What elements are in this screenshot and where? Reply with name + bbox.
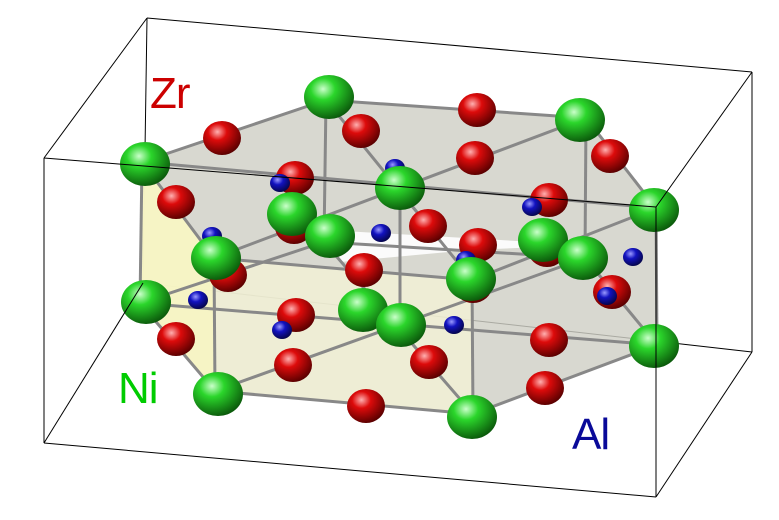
al-atom xyxy=(623,248,643,266)
zr-atom xyxy=(410,345,448,379)
zr-atom xyxy=(591,139,629,173)
zr-atom xyxy=(345,253,383,287)
zr-atom xyxy=(526,371,564,405)
zr-atom xyxy=(530,323,568,357)
al-atom xyxy=(272,321,292,339)
ni-atom xyxy=(305,214,355,258)
ni-atom xyxy=(121,280,171,324)
ni-atom xyxy=(555,98,605,142)
ni-atom xyxy=(447,395,497,439)
unit-cell-front xyxy=(43,17,753,498)
al-atom xyxy=(270,174,290,192)
ni-atom xyxy=(518,218,568,262)
zr-atom xyxy=(274,348,312,382)
al-atom xyxy=(188,291,208,309)
zr-label: Zr xyxy=(150,69,191,118)
zr-atom xyxy=(203,121,241,155)
zr-atom xyxy=(342,114,380,148)
zr-atom xyxy=(157,322,195,356)
al-atom xyxy=(597,287,617,305)
ni-label: Ni xyxy=(118,364,159,413)
zr-atom xyxy=(347,389,385,423)
zr-atom xyxy=(458,93,496,127)
ni-atom xyxy=(629,188,679,232)
al-atom xyxy=(522,198,542,216)
ni-atom xyxy=(558,236,608,280)
ni-atom xyxy=(338,288,388,332)
ni-atom xyxy=(193,372,243,416)
zr-atom xyxy=(157,185,195,219)
ni-atom xyxy=(375,166,425,210)
ni-atom xyxy=(304,75,354,119)
ni-atom xyxy=(267,192,317,236)
zr-atom xyxy=(409,209,447,243)
ni-atom xyxy=(191,236,241,280)
ni-atom xyxy=(629,324,679,368)
al-label: Al xyxy=(572,410,610,459)
atoms xyxy=(120,75,679,439)
ni-atom xyxy=(446,257,496,301)
ni-atom xyxy=(376,303,426,347)
al-atom xyxy=(371,224,391,242)
ni-atom xyxy=(120,142,170,186)
zr-atom xyxy=(456,141,494,175)
al-atom xyxy=(444,316,464,334)
